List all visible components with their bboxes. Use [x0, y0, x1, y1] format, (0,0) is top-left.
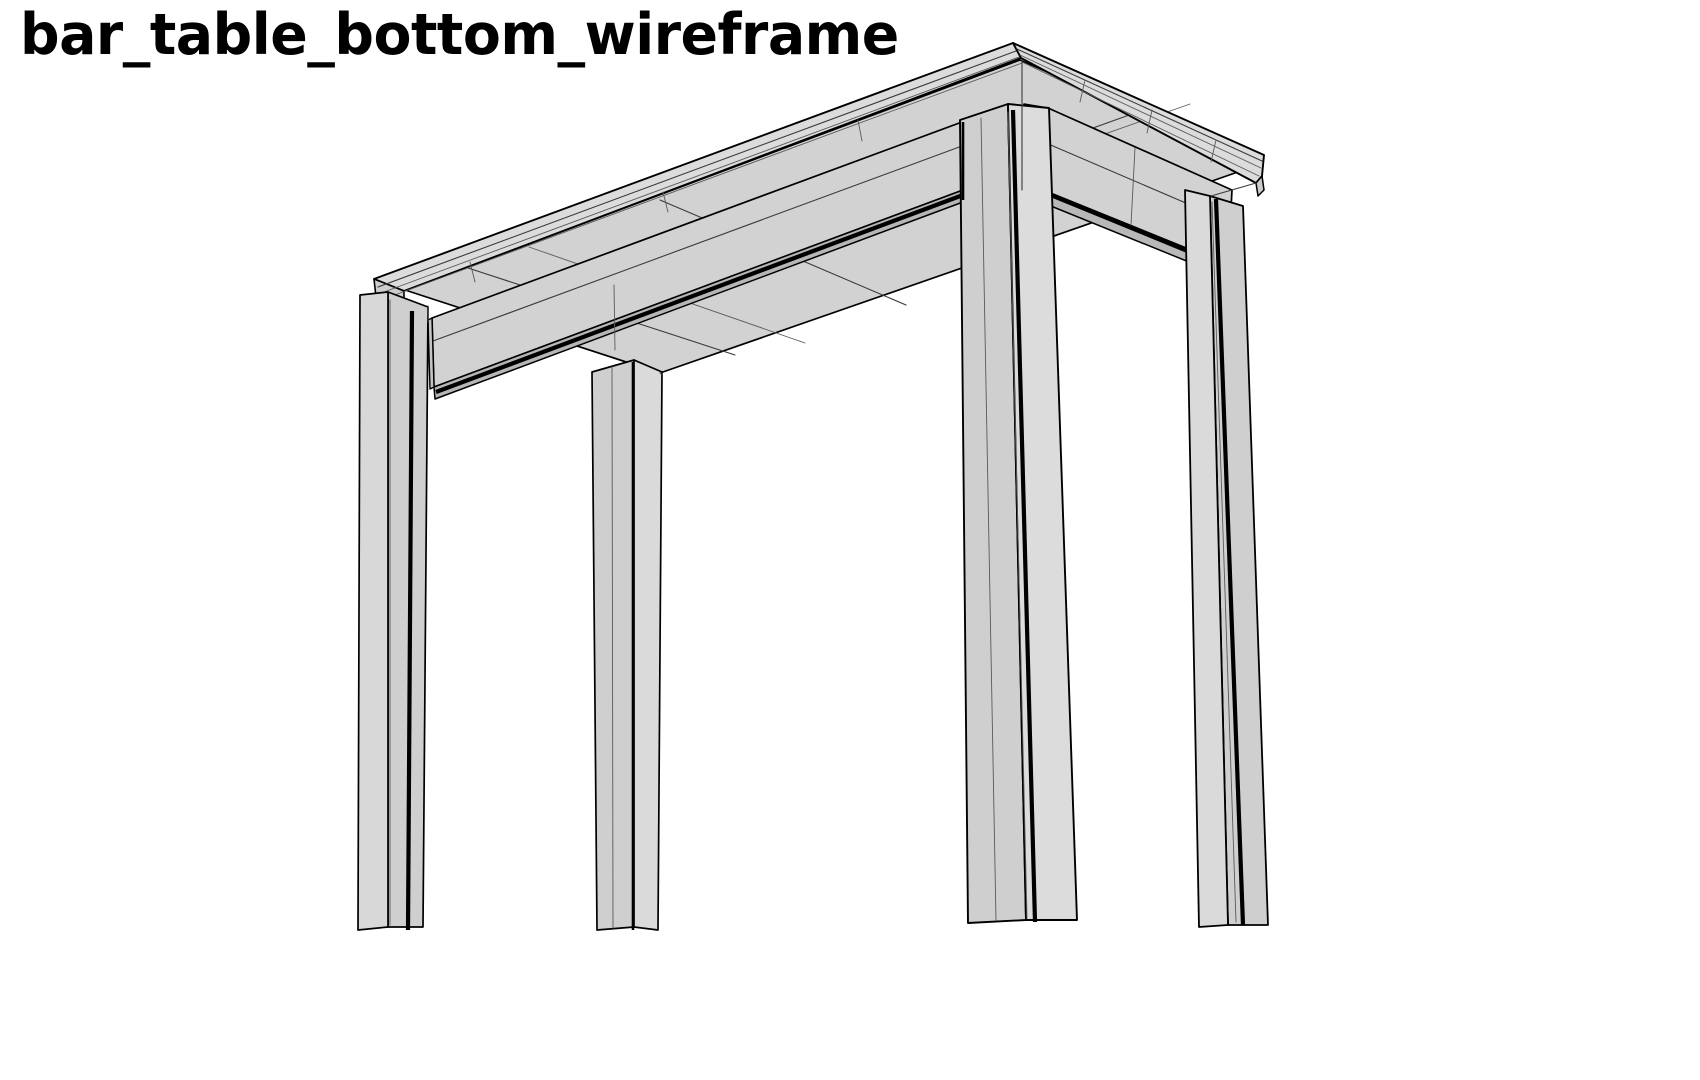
- apron-front-stub: [427, 317, 435, 390]
- leg-back-left: [357, 291, 429, 931]
- joint-detail-lines: [427, 59, 1257, 375]
- leg-back-right: [1184, 189, 1269, 928]
- leg-front-right: [959, 103, 1078, 924]
- tabletop-edge-band-right: [1012, 42, 1265, 197]
- bar-table-wireframe-group: [357, 42, 1269, 931]
- leg-front-left: [591, 359, 663, 931]
- page-title: bar_table_bottom_wireframe: [20, 2, 899, 68]
